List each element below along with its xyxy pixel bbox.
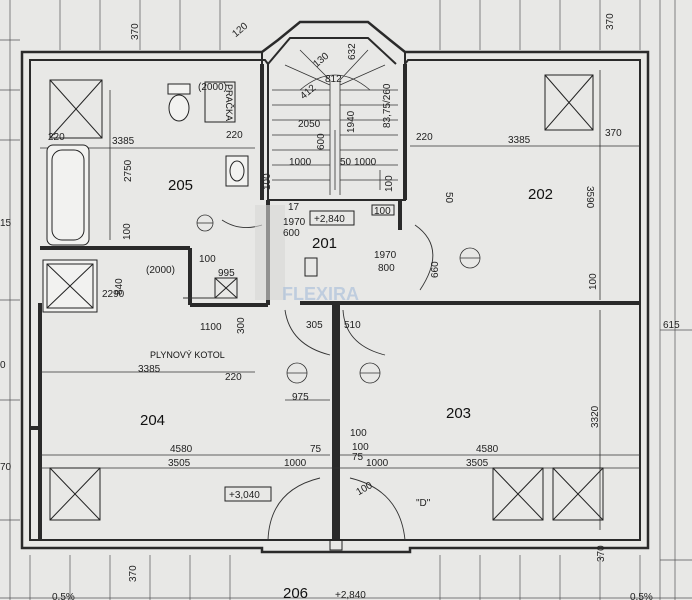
door-swings [183,219,434,541]
dim-660: 660 [430,261,441,278]
dim-2750: 2750 [123,159,134,182]
door-leaves [304,204,395,551]
dim-600-b: 600 [283,228,300,239]
dim-top-370-right: 370 [605,13,616,30]
slope-left: 0.5% [52,592,75,600]
dim-4580-a: 4580 [170,444,193,455]
sink-icon [225,155,249,187]
dim-1100: 1100 [200,322,222,333]
dim-220-a: 220 [48,132,65,143]
dim-17: 17 [288,202,300,213]
dim-50-b: 50 [340,157,352,168]
dim-840: 840 [114,278,125,295]
dim-220-b: 220 [226,130,243,141]
dim-3385-c: 3385 [138,364,161,375]
dim-510: 510 [344,320,361,331]
dim-100-c: 100 [384,175,395,192]
level-box-upper [309,210,355,226]
dim-3385-b: 3385 [508,135,531,146]
room-206: 206 [283,585,308,600]
dim-0: 0 [0,360,6,371]
room-205: 205 [168,177,193,194]
dim-300: 300 [236,317,247,334]
dim-812: 812 [325,74,342,85]
dim-1000-b: 1000 [354,157,377,168]
slope-right: 0.5% [630,592,653,600]
label-boiler: PLYNOVÝ KOTOL [150,350,225,360]
dim-220-d: 220 [225,372,242,383]
room-201: 201 [312,235,337,252]
dim-4580-b: 4580 [476,444,499,455]
dim-1000-c: 1000 [284,458,307,469]
dim-3320: 3320 [590,405,601,428]
dim-3505-a: 3505 [168,458,191,469]
dim-600: 600 [316,133,327,150]
dim-100-e: 100 [262,173,273,190]
dim-800: 800 [378,263,395,274]
room-203: 203 [446,405,471,422]
label-window-205: (2000) [198,82,227,93]
label-d-mark: "D" [416,498,431,509]
dim-100-f: 100 [199,254,216,265]
dim-2050: 2050 [298,119,321,130]
level-bottom: +2,840 [335,590,366,600]
dim-15: 15 [0,218,12,229]
dim-bottom-370-right: 370 [596,545,607,562]
dim-632: 632 [347,43,358,60]
dim-305: 305 [306,320,323,331]
dim-3505-b: 3505 [466,458,489,469]
dim-3385-a: 3385 [112,136,135,147]
outer-walls [20,20,650,554]
roof-windows [49,74,604,521]
dim-1940: 1940 [346,110,357,133]
room-204: 204 [140,412,165,429]
staircase [272,49,398,195]
dim-100-d: 100 [374,206,391,217]
level-box-lower [224,486,272,502]
dim-1970-b: 1970 [374,250,397,261]
dim-2290: 2290 [102,289,125,300]
dim-995: 995 [218,268,235,279]
dim-top-370-left: 370 [130,23,141,40]
dim-370-room202: 370 [605,128,622,139]
dim-3590: 3590 [584,186,595,209]
smudge [255,205,285,300]
dim-975: 975 [292,392,309,403]
room-202: 202 [528,186,553,203]
dim-8375: 83,75/260 [382,83,393,128]
dim-1000-a: 1000 [289,157,312,168]
shower-tray-icon [42,259,98,313]
dim-220-c: 220 [416,132,433,143]
level-upper-hall: +2,840 [314,214,345,225]
dim-70: 70 [0,462,12,473]
watermark: FLEXIRA [282,284,359,304]
bathtub-icon [46,144,90,246]
dim-615: 615 [663,320,680,331]
label-washer: PRAČKA [224,84,234,121]
dim-1970-a: 1970 [283,217,306,228]
dim-100-h: 100 [352,442,369,453]
dim-50-a: 50 [443,192,454,204]
dim-75-b: 75 [352,452,364,463]
small-circles [196,214,481,384]
label-window-shower: (2000) [146,265,175,276]
washer-box-icon [204,81,236,123]
level-lower-hall: +3,040 [229,490,260,501]
dim-75-a: 75 [310,444,322,455]
toilet-icon [167,83,191,122]
interior-walls [30,64,640,540]
dim-100-b: 100 [588,273,599,290]
dim-1000-d: 1000 [366,458,389,469]
dim-100-a: 100 [122,223,133,240]
dim-bottom-370-left: 370 [128,565,139,582]
dim-100-g: 100 [350,428,367,439]
